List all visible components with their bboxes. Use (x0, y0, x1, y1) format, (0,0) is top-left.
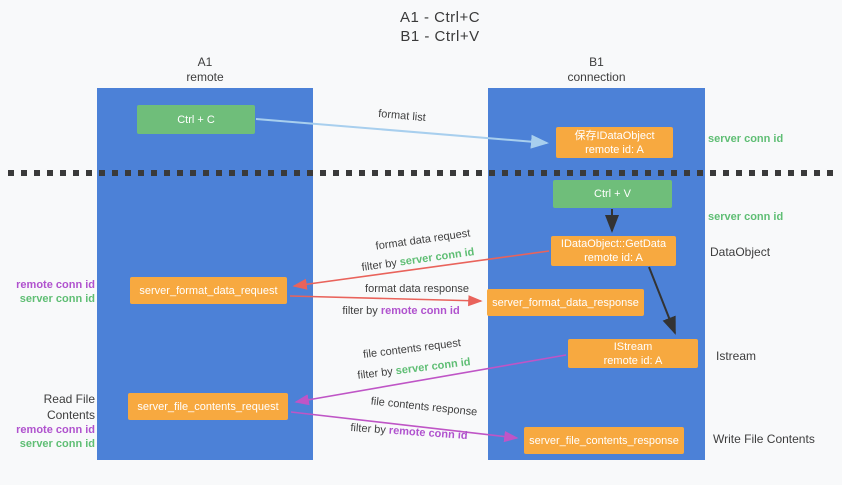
node-idataobject-getdata-title: IDataObject::GetData (560, 238, 667, 250)
node-server-format-data-response: server_format_data_response (487, 289, 644, 316)
label-file-contents-request: file contents request (362, 337, 462, 361)
filter-by-text: filter by (360, 256, 401, 274)
label-remote-conn-id-1: remote conn id (16, 279, 95, 291)
node-save-idataobject: 保存IDataObject remote id: A (556, 127, 673, 158)
remote-conn-id-text: remote conn id (380, 305, 460, 317)
column-header-a1: A1 remote (97, 55, 313, 85)
filter-by-text: filter by (342, 305, 381, 317)
label-server-conn-id-top: server conn id (708, 133, 784, 145)
node-server-format-data-request: server_format_data_request (130, 277, 287, 304)
label-filter-remote-conn-id-1: filter by remote conn id (342, 305, 459, 317)
label-format-list: format list (377, 107, 427, 125)
node-ctrl-c: Ctrl + C (137, 105, 255, 134)
label-filter-server-conn-id-2: filter by server conn id (357, 356, 471, 382)
node-server-format-data-request-label: server_format_data_request (139, 284, 278, 297)
node-save-idataobject-subtitle: remote id: A (585, 143, 644, 156)
left-read-file-stack: Read File Contents remote conn id server… (0, 391, 95, 451)
label-istream: Istream (716, 349, 757, 363)
node-ctrl-c-label: Ctrl + C (177, 113, 215, 126)
server-conn-id-text: server conn id (395, 356, 472, 378)
column-a1-role: remote (186, 70, 224, 84)
diagram-title: A1 - Ctrl+C B1 - Ctrl+V (290, 8, 590, 46)
label-server-conn-id-1: server conn id (19, 293, 95, 305)
filter-by-text: filter by (356, 365, 397, 382)
node-istream-title: IStream (613, 340, 653, 353)
label-write-file-contents: Write File Contents (713, 432, 815, 446)
node-server-file-contents-response: server_file_contents_response (524, 427, 684, 454)
node-save-idataobject-title: 保存IDataObject (574, 129, 655, 142)
arrow-format-data-response (289, 295, 483, 307)
title-line-2: B1 - Ctrl+V (400, 28, 480, 45)
label-server-conn-id-mid: server conn id (708, 211, 784, 223)
label-filter-remote-conn-id-2: filter by remote conn id (350, 422, 468, 442)
node-istream: IStream remote id: A (568, 339, 698, 368)
column-a1-name: A1 (197, 55, 213, 69)
node-server-file-contents-response-label: server_file_contents_response (529, 434, 679, 447)
server-conn-id-text: server conn id (398, 246, 476, 269)
node-idataobject-getdata-subtitle: remote id: A (584, 252, 643, 264)
filter-by-text: filter by (350, 421, 390, 437)
node-idataobject-getdata: IDataObject::GetData remote id: A (551, 236, 676, 266)
column-header-b1: B1 connection (488, 55, 705, 85)
node-istream-subtitle: remote id: A (603, 354, 663, 367)
copy-paste-separator-dashed-line (8, 170, 836, 176)
remote-conn-id-text: remote conn id (388, 424, 468, 443)
node-server-file-contents-request-label: server_file_contents_request (137, 400, 279, 413)
column-b1-name: B1 (589, 55, 604, 69)
node-server-file-contents-request: server_file_contents_request (128, 393, 288, 420)
node-server-format-data-response-label: server_format_data_response (492, 296, 639, 309)
left-conn-id-stack-1: remote conn id server conn id (0, 278, 95, 306)
label-read-file-contents: Read File Contents (43, 392, 95, 422)
label-file-contents-response: file contents response (370, 395, 478, 419)
title-line-1: A1 - Ctrl+C (399, 9, 481, 26)
label-server-conn-id-2: server conn id (19, 438, 95, 450)
node-ctrl-v: Ctrl + V (553, 180, 672, 208)
label-remote-conn-id-2: remote conn id (16, 424, 95, 436)
label-dataobject: DataObject (710, 245, 771, 259)
column-b1-role: connection (567, 70, 626, 84)
label-format-data-response: format data response (365, 283, 469, 295)
node-ctrl-v-label: Ctrl + V (594, 188, 631, 200)
